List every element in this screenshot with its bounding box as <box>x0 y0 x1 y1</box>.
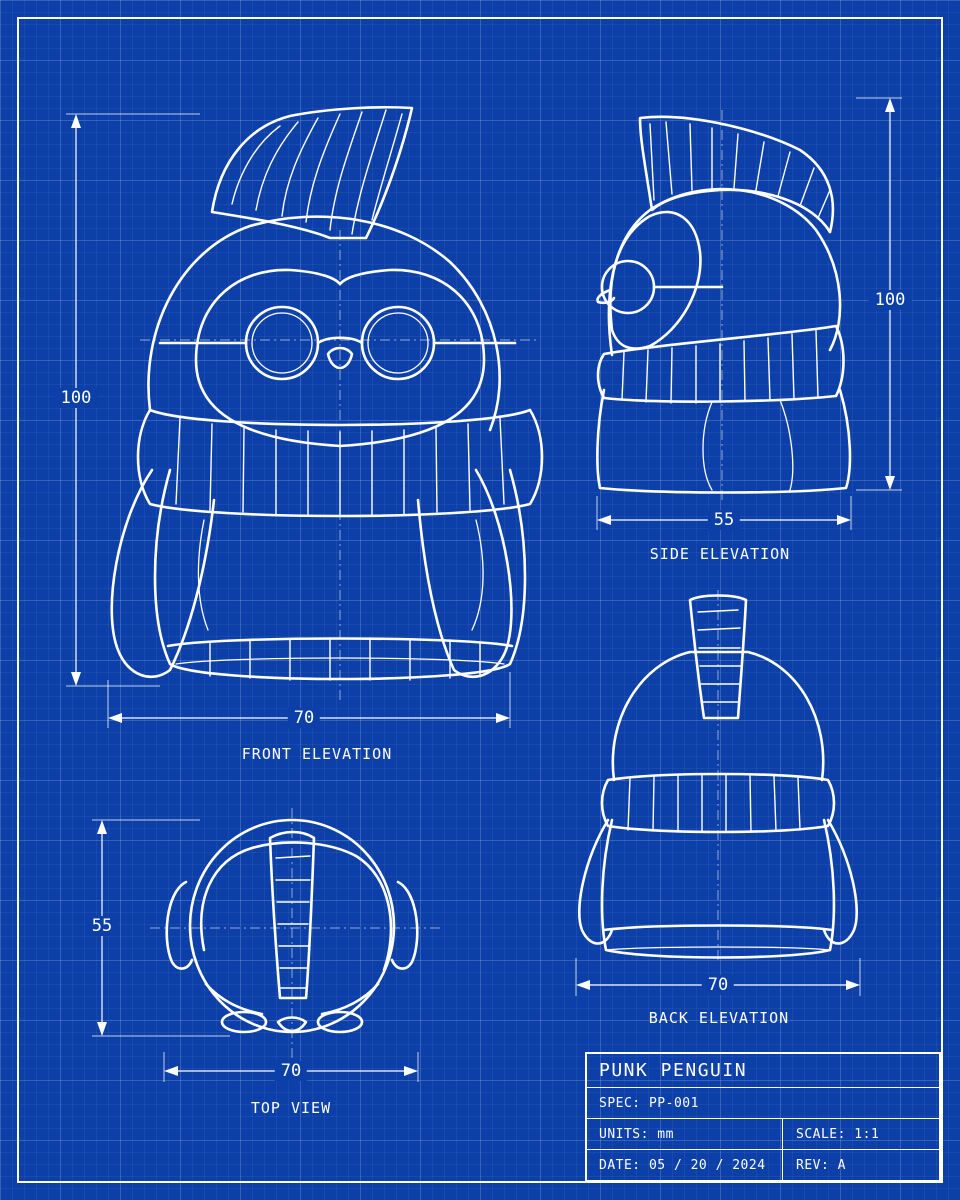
back-body <box>600 818 836 959</box>
front-width-dimension: 70 <box>287 708 321 728</box>
back-left-wing <box>578 818 614 945</box>
back-scarf <box>600 772 836 834</box>
top-beak <box>276 1016 308 1033</box>
side-width-dimension: 55 <box>707 510 741 530</box>
back-head <box>611 650 825 782</box>
top-left-lens <box>220 1010 268 1034</box>
top-mohawk <box>268 830 316 1000</box>
front-elevation-drawing <box>66 105 544 728</box>
side-elevation-drawing <box>596 97 902 530</box>
front-scarf <box>136 408 544 518</box>
top-view-drawing <box>92 808 440 1082</box>
side-height-dimension: 100 <box>868 290 912 310</box>
top-right-lobe <box>390 880 419 970</box>
scale-field: SCALE: 1:1 <box>796 1127 880 1142</box>
front-body <box>153 468 527 681</box>
front-elevation-label: FRONT ELEVATION <box>241 745 393 763</box>
date-field: DATE: 05 / 20 / 2024 <box>599 1158 766 1173</box>
front-face-mask <box>194 268 486 448</box>
back-elevation-drawing <box>575 590 861 996</box>
spec-field: SPEC: PP-001 <box>599 1096 699 1111</box>
back-mohawk <box>688 594 748 720</box>
side-mohawk <box>638 115 835 234</box>
back-elevation-label: BACK ELEVATION <box>648 1009 790 1027</box>
top-inner-contour <box>200 841 393 972</box>
back-width-dimension: 70 <box>701 975 735 995</box>
front-height-dimension: 100 <box>54 388 98 408</box>
front-mohawk <box>210 105 414 240</box>
front-hem-band <box>166 637 514 648</box>
title-block: PUNK PENGUIN SPEC: PP-001 UNITS: mm SCAL… <box>585 1052 941 1182</box>
top-right-lens <box>316 1010 364 1034</box>
rev-field: REV: A <box>796 1158 846 1173</box>
top-width-dimension: 70 <box>274 1061 308 1081</box>
top-view-label: TOP VIEW <box>250 1099 332 1117</box>
side-elevation-label: SIDE ELEVATION <box>649 545 791 563</box>
front-right-lens <box>360 305 436 381</box>
side-scarf <box>596 324 845 403</box>
side-face-mask <box>609 210 702 350</box>
side-body <box>596 388 852 494</box>
top-depth-dimension: 55 <box>85 916 119 936</box>
front-right-wing <box>416 468 513 679</box>
front-beak <box>326 346 354 370</box>
front-left-lens <box>244 305 320 381</box>
drawing-title: PUNK PENGUIN <box>599 1060 748 1081</box>
front-head <box>147 215 501 432</box>
top-left-lobe <box>165 880 194 970</box>
back-right-wing <box>822 818 858 945</box>
units-field: UNITS: mm <box>599 1127 674 1142</box>
sheet-border <box>17 17 943 1183</box>
